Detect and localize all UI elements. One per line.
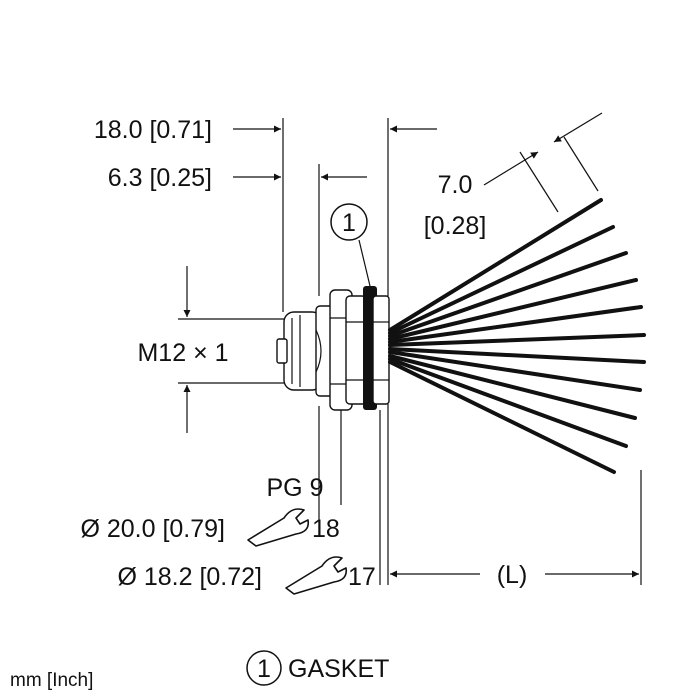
cable-length-label: (L) [497,561,528,589]
dim-nut-inner: Ø 18.2 [0.72] 17 [117,556,376,595]
wire-bundle [388,198,646,474]
dim-cable-length: (L) [390,561,639,589]
wire-strip-inch-label: [0.28] [424,212,487,240]
thread-length-label: 6.3 [0.25] [108,164,212,192]
gasket-callout-number: 1 [342,209,356,237]
lower-extension-lines [318,404,642,585]
dim-thread-length: 6.3 [0.25] [108,164,367,296]
nut-inner-wrench-size: 17 [348,563,376,591]
dim-overall-length: 18.0 [0.71] [94,116,437,312]
nut-outer-wrench-size: 18 [312,515,340,543]
connector-body [276,286,390,411]
dim-wire-strip: 7.0 [0.28] [424,112,603,240]
wrench-icon [247,508,310,547]
dim-nut-outer: Ø 20.0 [0.79] 18 [80,508,340,547]
units-note: mm [Inch] [10,670,93,691]
gland-thread-label: PG 9 [267,474,324,502]
legend: 1 GASKET [246,650,389,686]
wire-strip-label: 7.0 [438,171,473,199]
dim-thread-diameter: M12 × 1 [137,266,290,433]
legend-text: GASKET [288,655,389,683]
legend-number: 1 [257,655,271,683]
wrench-icon [285,556,348,595]
thread-label: M12 × 1 [137,339,228,367]
nut-outer-label: Ø 20.0 [0.79] [80,515,225,543]
gasket-callout: 1 [330,203,371,287]
overall-length-label: 18.0 [0.71] [94,116,212,144]
nut-inner-label: Ø 18.2 [0.72] [117,563,262,591]
